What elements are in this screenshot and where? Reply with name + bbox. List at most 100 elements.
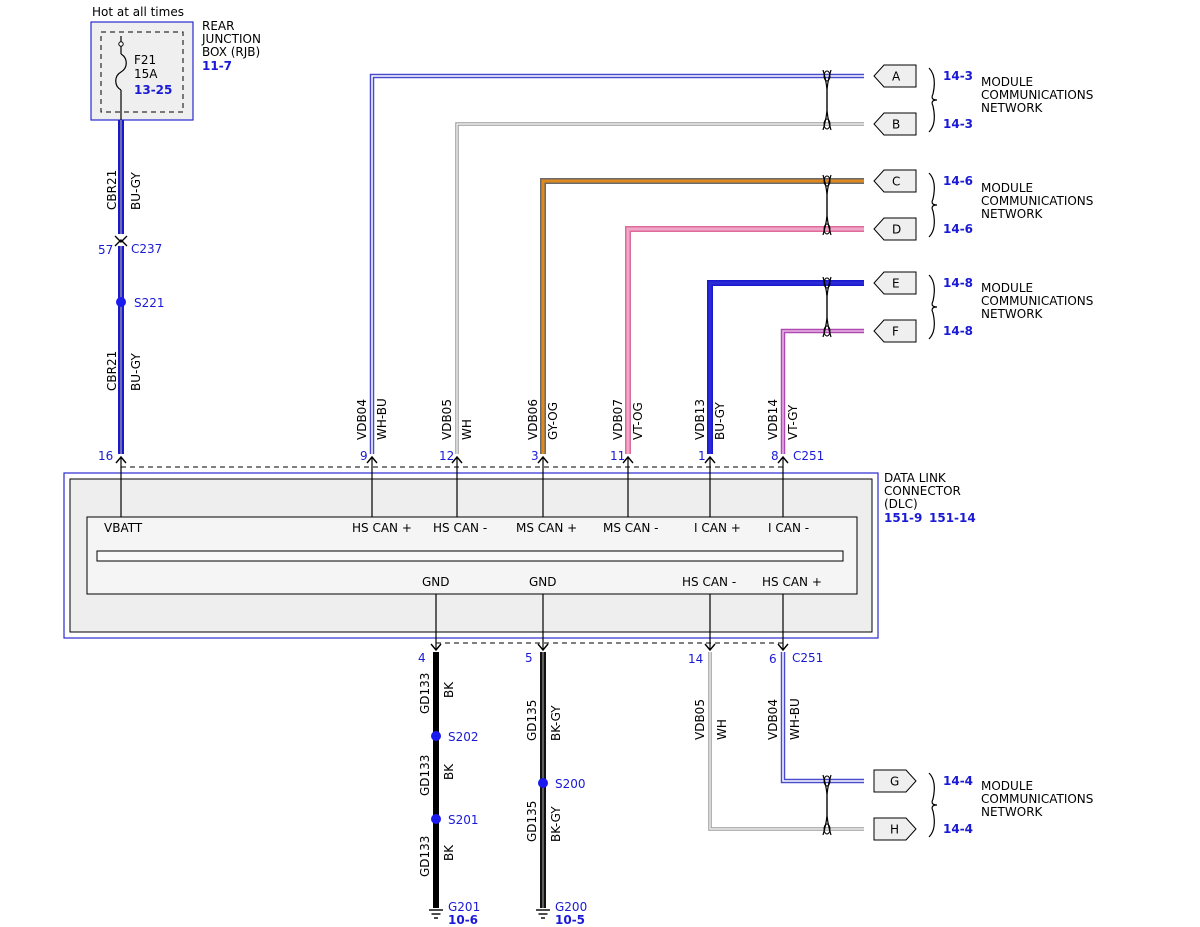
splice-label: S202 <box>448 730 479 744</box>
wire-color-label: VT-OG <box>631 402 645 440</box>
wire-stripe <box>782 652 864 782</box>
wire-stripe <box>626 227 864 454</box>
rjb-title-1: REAR <box>202 19 234 33</box>
network-label-line: MODULE <box>981 181 1033 195</box>
dlc-pin-number: 5 <box>525 651 533 665</box>
dlc-title-1: DATA LINK <box>884 471 947 485</box>
network-label-line: NETWORK <box>981 101 1044 115</box>
brace <box>928 172 938 238</box>
destination-ref: 14-3 <box>943 117 973 131</box>
wire-stripe <box>709 652 864 830</box>
dlc-title-2: CONNECTOR <box>884 484 961 498</box>
wire-stripe <box>541 179 864 454</box>
destination-tag <box>873 769 917 793</box>
wire-circuit-label: VDB04 <box>766 699 780 740</box>
wire-stripe <box>456 123 864 454</box>
wire-vdb05 <box>708 652 864 831</box>
cbr21-color-1: BU-GY <box>129 172 143 210</box>
destination-letter: D <box>892 223 901 237</box>
wire-circuit-label: VDB14 <box>766 399 780 440</box>
wire-circuit-label: VDB04 <box>355 399 369 440</box>
pin-terminal <box>366 455 378 464</box>
wire-circuit-label: GD135 <box>525 700 539 741</box>
network-label-line: COMMUNICATIONS <box>981 294 1093 308</box>
network-label-line: COMMUNICATIONS <box>981 792 1093 806</box>
wire-color-label: VT-GY <box>786 404 800 440</box>
pin-terminal <box>704 643 716 652</box>
dlc-top-pin-label: MS CAN + <box>516 521 577 535</box>
ground-label: G200 <box>555 900 587 914</box>
network-label-line: MODULE <box>981 281 1033 295</box>
rjb-title-3: BOX (RJB) <box>202 45 260 59</box>
vbatt-pin: 16 <box>98 449 113 463</box>
destination-letter: B <box>892 118 900 132</box>
dlc-bottom-pin-label: GND <box>422 575 450 589</box>
dlc-top-pin-label: HS CAN - <box>433 521 487 535</box>
dlc-pin-number: 3 <box>531 449 539 463</box>
pin-terminal <box>777 643 789 652</box>
cbr21-circuit-2: CBR21 <box>105 351 119 391</box>
wire-circuit-label: VDB06 <box>526 399 540 440</box>
ground-label: G201 <box>448 900 480 914</box>
dlc-top-pin-label: HS CAN + <box>352 521 412 535</box>
dlc-pin-number: 1 <box>698 449 706 463</box>
network-label-line: MODULE <box>981 779 1033 793</box>
twisted-pair-symbol <box>823 118 831 130</box>
splice-dot <box>116 297 126 307</box>
destination-ref: 14-6 <box>943 174 973 188</box>
splice-dot <box>538 778 548 788</box>
network-label-line: MODULE <box>981 75 1033 89</box>
wire-color-label: BK-GY <box>549 705 563 741</box>
destination-letter: C <box>892 175 900 189</box>
pin-terminal <box>537 643 549 652</box>
power-feed-wire: 57 C237 S221 CBR21 BU-GY CBR21 BU-GY 16 <box>98 120 165 463</box>
rear-junction-box: Hot at all times F21 15A 13-25 REAR JUNC… <box>90 5 261 121</box>
destination-letter: G <box>890 775 899 789</box>
network-label-line: NETWORK <box>981 207 1044 221</box>
twisted-pair-symbol <box>823 277 831 289</box>
wire-vdb07 <box>625 226 864 454</box>
wire-stripe <box>782 330 864 454</box>
wire-circuit-label: GD133 <box>418 836 432 877</box>
wire-vdb04 <box>369 73 864 454</box>
dlc-top-pin-label: I CAN - <box>768 521 809 535</box>
destination-ref: 14-8 <box>943 276 973 290</box>
twisted-pair-symbol <box>823 70 831 82</box>
dlc-pin-number: 8 <box>771 449 779 463</box>
destination-ref: 14-4 <box>943 822 973 836</box>
twisted-pair-symbol <box>822 69 832 131</box>
splice-label: S200 <box>555 777 586 791</box>
destination-letter: H <box>890 823 899 837</box>
wire-circuit-label: VDB05 <box>693 699 707 740</box>
pin-terminal <box>622 455 634 464</box>
brace <box>928 274 938 340</box>
dlc-top-pin-label: VBATT <box>104 521 143 535</box>
brace <box>928 67 938 133</box>
destination-tag <box>873 217 917 241</box>
twisted-pair-symbol <box>823 775 831 787</box>
twisted-pair-symbol <box>822 276 832 338</box>
network-label-line: COMMUNICATIONS <box>981 88 1093 102</box>
wire-color-label: GY-OG <box>546 402 560 440</box>
wire-circuit-label: GD133 <box>418 673 432 714</box>
pin-terminal <box>115 455 127 464</box>
twisted-pair-symbol <box>823 325 831 337</box>
dlc-pin-number: 14 <box>688 652 703 666</box>
wire-circuit-label: VDB13 <box>693 399 707 440</box>
destination-ref: 14-4 <box>943 774 973 788</box>
data-link-connector: DATA LINK CONNECTOR (DLC) 151-9 151-14 C… <box>63 449 976 665</box>
destination-tag <box>873 319 917 343</box>
dlc-title-3: (DLC) <box>884 497 918 511</box>
destination-tag <box>873 169 917 193</box>
splice-label: S201 <box>448 813 479 827</box>
dlc-connector-top: C251 <box>793 449 824 463</box>
fuse-name: F21 <box>134 53 156 67</box>
dlc-bottom-pin-label: HS CAN + <box>762 575 822 589</box>
dlc-ref-1: 151-9 <box>884 511 922 525</box>
destination-tag <box>873 112 917 136</box>
wire-color-label: BK <box>442 763 456 780</box>
